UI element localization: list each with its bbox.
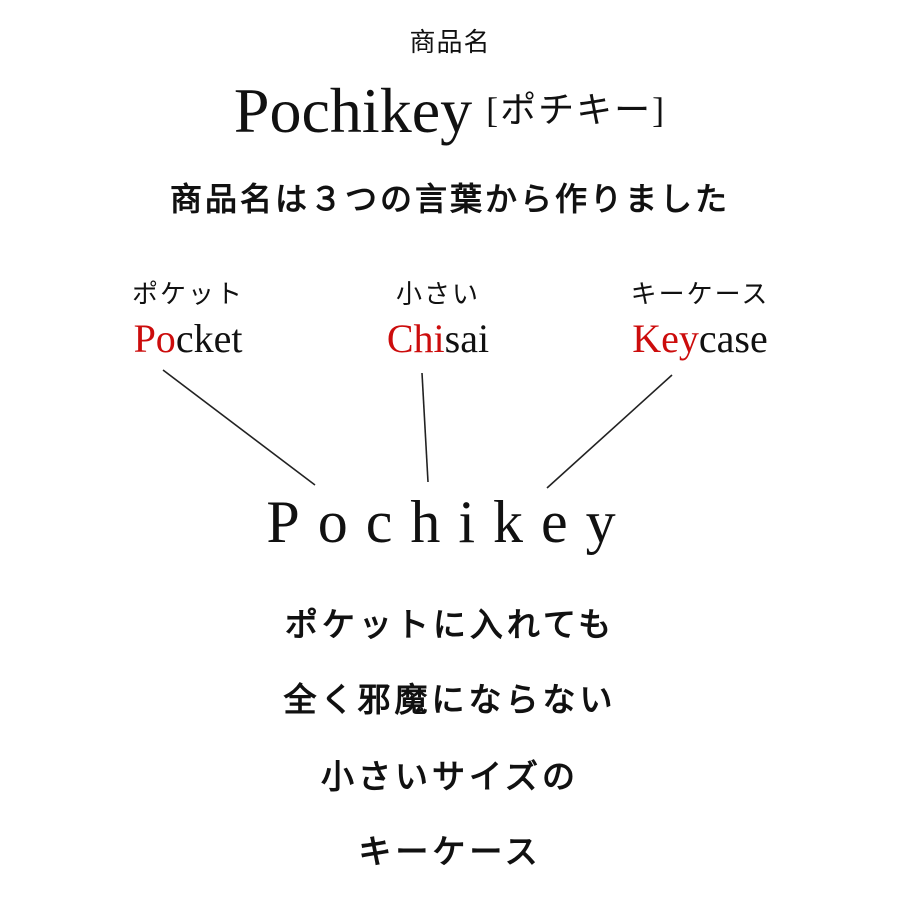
word-highlight: Chi <box>386 316 445 361</box>
word-pocket: ポケット Pocket <box>58 280 318 362</box>
word-rest: cket <box>175 316 243 361</box>
connector-line-center <box>421 372 429 483</box>
word-keycase: キーケース Keycase <box>570 280 830 362</box>
word-rest: case <box>698 316 768 361</box>
word-chisai: 小さい Chisai <box>308 280 568 362</box>
connector-line-right <box>546 374 673 489</box>
product-title-en: Pochikey <box>233 75 473 146</box>
word-highlight: Po <box>133 316 176 361</box>
product-title-kana: [ポチキー] <box>486 90 667 130</box>
connector-line-left <box>162 369 316 486</box>
word-jp: ポケット <box>131 280 244 309</box>
word-jp: 小さい <box>395 280 480 309</box>
description-line-2: 全く邪魔にならない <box>283 683 617 719</box>
word-en: Keycase <box>570 316 830 362</box>
word-en: Chisai <box>308 316 568 362</box>
description-line-1: ポケットに入れても <box>284 608 616 644</box>
product-title: Pochikey [ポチキー] <box>0 74 900 148</box>
word-en: Pocket <box>58 316 318 362</box>
description-line-3: 小さいサイズの <box>320 760 579 796</box>
word-highlight: Key <box>632 316 699 361</box>
word-rest: sai <box>444 316 490 361</box>
product-name-label: 商品名 <box>409 28 491 57</box>
subtitle: 商品名は３つの言葉から作りました <box>169 181 730 217</box>
combined-name: Pochikey <box>266 489 634 555</box>
description-line-4: キーケース <box>358 835 542 871</box>
word-jp: キーケース <box>630 280 770 309</box>
